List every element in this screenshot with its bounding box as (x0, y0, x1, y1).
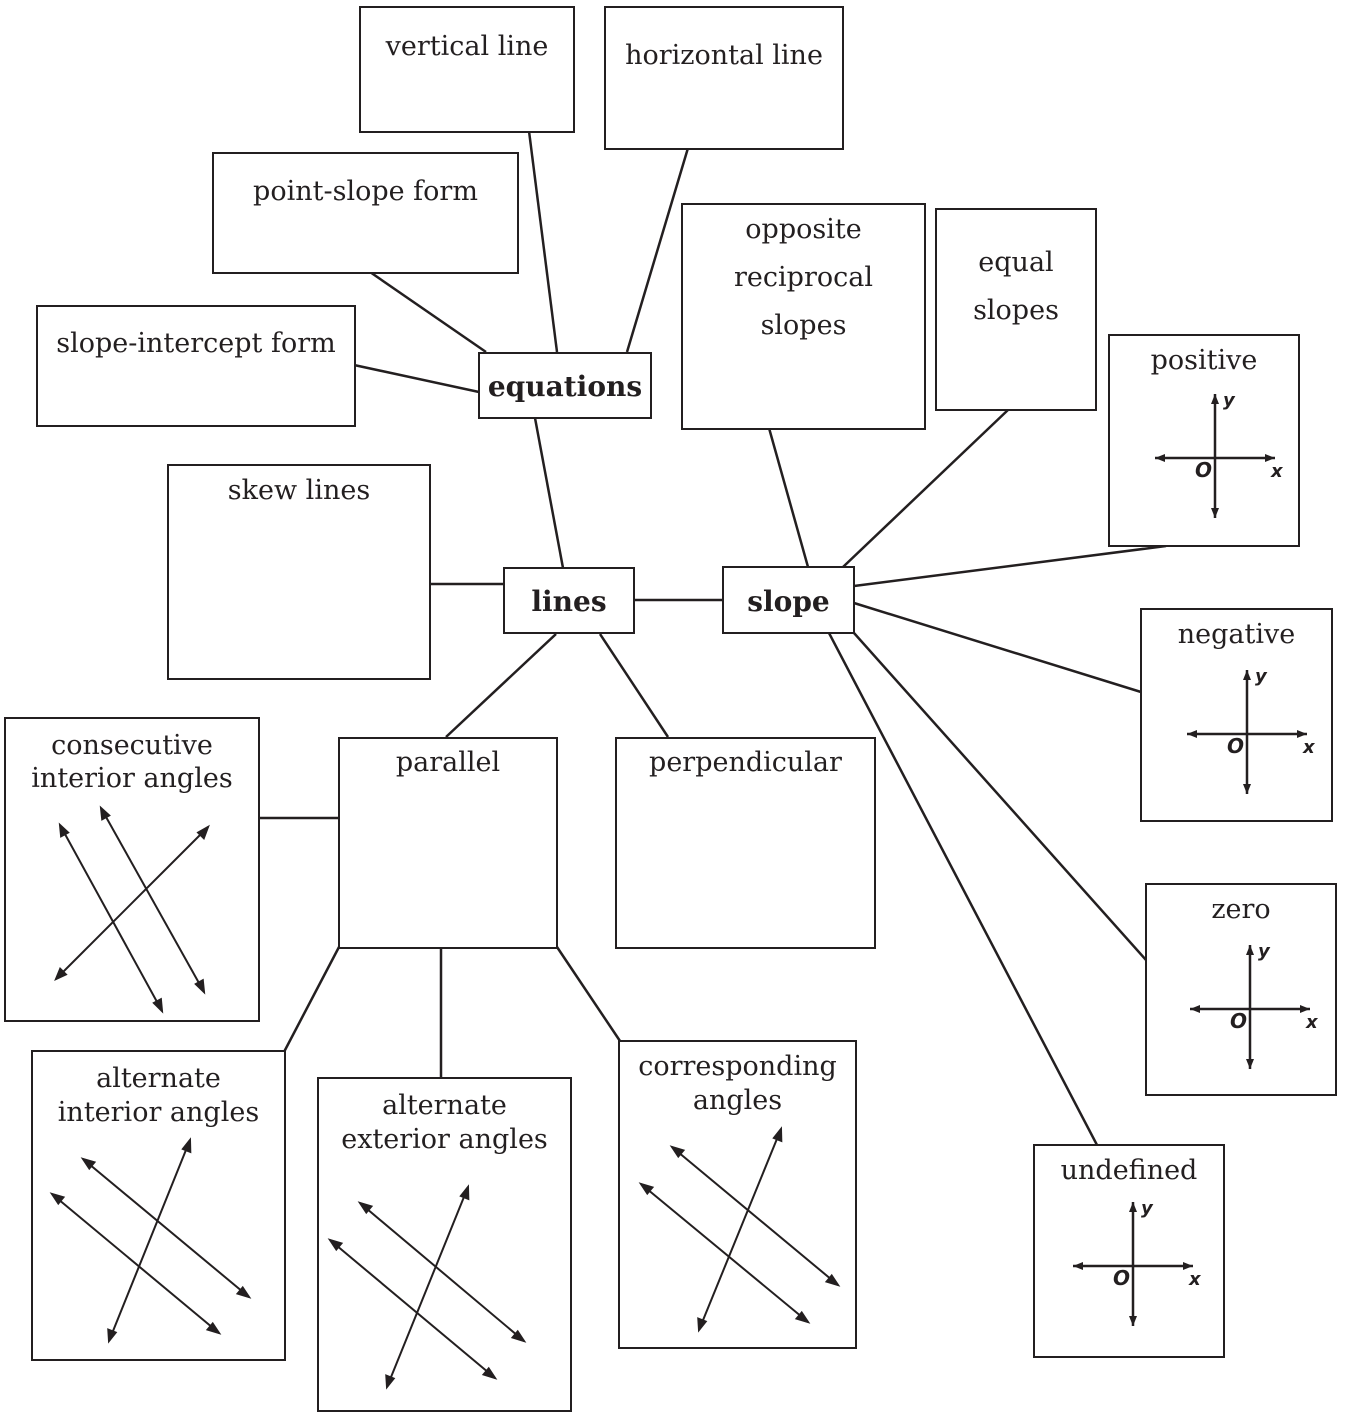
opposite-label: opposite (745, 214, 862, 245)
zero-origin-label: O (1230, 1009, 1247, 1033)
alternate-exterior-angles-box: alternate exterior angles (317, 1077, 572, 1412)
connector-parallel-alternate-interior (282, 946, 341, 1053)
slope-intercept-form-box: slope-intercept form (36, 305, 356, 427)
negative-origin-label: O (1227, 734, 1244, 758)
positive-y-axis-label: y (1223, 390, 1236, 411)
zero-coordinate-axes: y x O (1190, 941, 1319, 1069)
horizontal-line-box: horizontal line (604, 6, 844, 150)
connector-lines-perpendicular (598, 633, 670, 738)
connector-slope-opposite (767, 427, 810, 568)
connector-parallel-corresponding (555, 946, 622, 1042)
negative-label: negative (1177, 619, 1296, 650)
equal-slopes-box: equal slopes (935, 208, 1097, 411)
connector-slope-zero (853, 632, 1147, 961)
connector-equations-slope-intercept (353, 363, 480, 394)
lines-hub-label: lines (531, 585, 607, 618)
positive-x-axis-label: x (1270, 461, 1284, 482)
connector-equations-horizontal (625, 147, 690, 353)
alternate-interior-angles-box: alternate interior angles (31, 1050, 286, 1361)
positive-slope-box: positive y x O (1108, 334, 1300, 547)
skew-lines-label: skew lines (227, 475, 371, 506)
consecutive-interior-angles-box: consecutive interior angles (4, 717, 260, 1022)
connector-equations-point-slope (369, 270, 487, 354)
skew-lines-box: skew lines (167, 464, 431, 680)
equations-hub-label: equations (487, 370, 643, 403)
corresponding-angles-box: corresponding angles (618, 1040, 857, 1349)
connector-lines-parallel (445, 633, 557, 738)
slope-hub-label: slope (747, 585, 830, 618)
parallel-box: parallel (338, 737, 558, 949)
undefined-origin-label: O (1113, 1266, 1130, 1290)
equal-slopes-label: slopes (973, 295, 1059, 326)
alternate-exterior-label-line2: exterior angles (341, 1124, 548, 1155)
perpendicular-label: perpendicular (649, 747, 842, 778)
connector-lines-equations (533, 417, 565, 569)
vertical-line-label: vertical line (385, 31, 549, 62)
negative-slope-box: negative y x O (1140, 608, 1333, 822)
alternate-interior-label-line2: interior angles (57, 1097, 260, 1128)
slopes-label: slopes (760, 310, 847, 341)
connector-equations-vertical (527, 130, 559, 353)
connector-slope-equal (842, 408, 1010, 568)
consecutive-label: consecutive (51, 730, 213, 761)
connector-slope-negative (853, 601, 1142, 694)
perpendicular-box: perpendicular (615, 737, 876, 949)
negative-y-axis-label: y (1255, 666, 1268, 687)
zero-x-axis-label: x (1305, 1012, 1319, 1033)
negative-x-axis-label: x (1302, 737, 1316, 758)
positive-coordinate-axes: y x O (1155, 390, 1284, 518)
alternate-interior-label-line1: alternate (96, 1063, 221, 1094)
connector-slope-positive (853, 544, 1167, 588)
consecutive-interior-transversal-figure (54, 805, 210, 1014)
undefined-coordinate-axes: y x O (1073, 1198, 1202, 1326)
positive-origin-label: O (1195, 458, 1212, 482)
point-slope-form-label: point-slope form (253, 176, 478, 207)
reciprocal-label: reciprocal (734, 262, 873, 293)
negative-coordinate-axes: y x O (1187, 666, 1316, 794)
connector-slope-undefined (827, 632, 1099, 1146)
slope-intercept-form-label: slope-intercept form (56, 328, 336, 359)
alternate-exterior-transversal-figure (327, 1184, 527, 1390)
undefined-slope-box: undefined y x O (1033, 1144, 1225, 1358)
zero-y-axis-label: y (1258, 941, 1271, 962)
vertical-line-box: vertical line (359, 6, 575, 133)
corresponding-label: corresponding (638, 1051, 837, 1082)
slope-hub: slope (722, 566, 855, 634)
corresponding-transversal-figure (638, 1126, 841, 1333)
consecutive-interior-angles-label: interior angles (31, 763, 233, 794)
undefined-x-axis-label: x (1188, 1269, 1202, 1290)
equal-label: equal (978, 247, 1054, 278)
lines-hub: lines (503, 567, 635, 634)
alternate-interior-transversal-figure (49, 1137, 252, 1344)
alternate-exterior-label-line1: alternate (382, 1090, 507, 1121)
equations-hub: equations (478, 352, 652, 419)
horizontal-line-label: horizontal line (625, 40, 823, 71)
opposite-reciprocal-slopes-box: opposite reciprocal slopes (681, 203, 926, 430)
zero-slope-box: zero y x O (1145, 883, 1337, 1096)
zero-label: zero (1211, 894, 1271, 925)
parallel-label: parallel (395, 747, 501, 778)
point-slope-form-box: point-slope form (212, 152, 519, 274)
corresponding-angles-label: angles (692, 1085, 783, 1116)
undefined-label: undefined (1060, 1155, 1198, 1186)
positive-label: positive (1150, 345, 1258, 376)
undefined-y-axis-label: y (1141, 1198, 1154, 1219)
